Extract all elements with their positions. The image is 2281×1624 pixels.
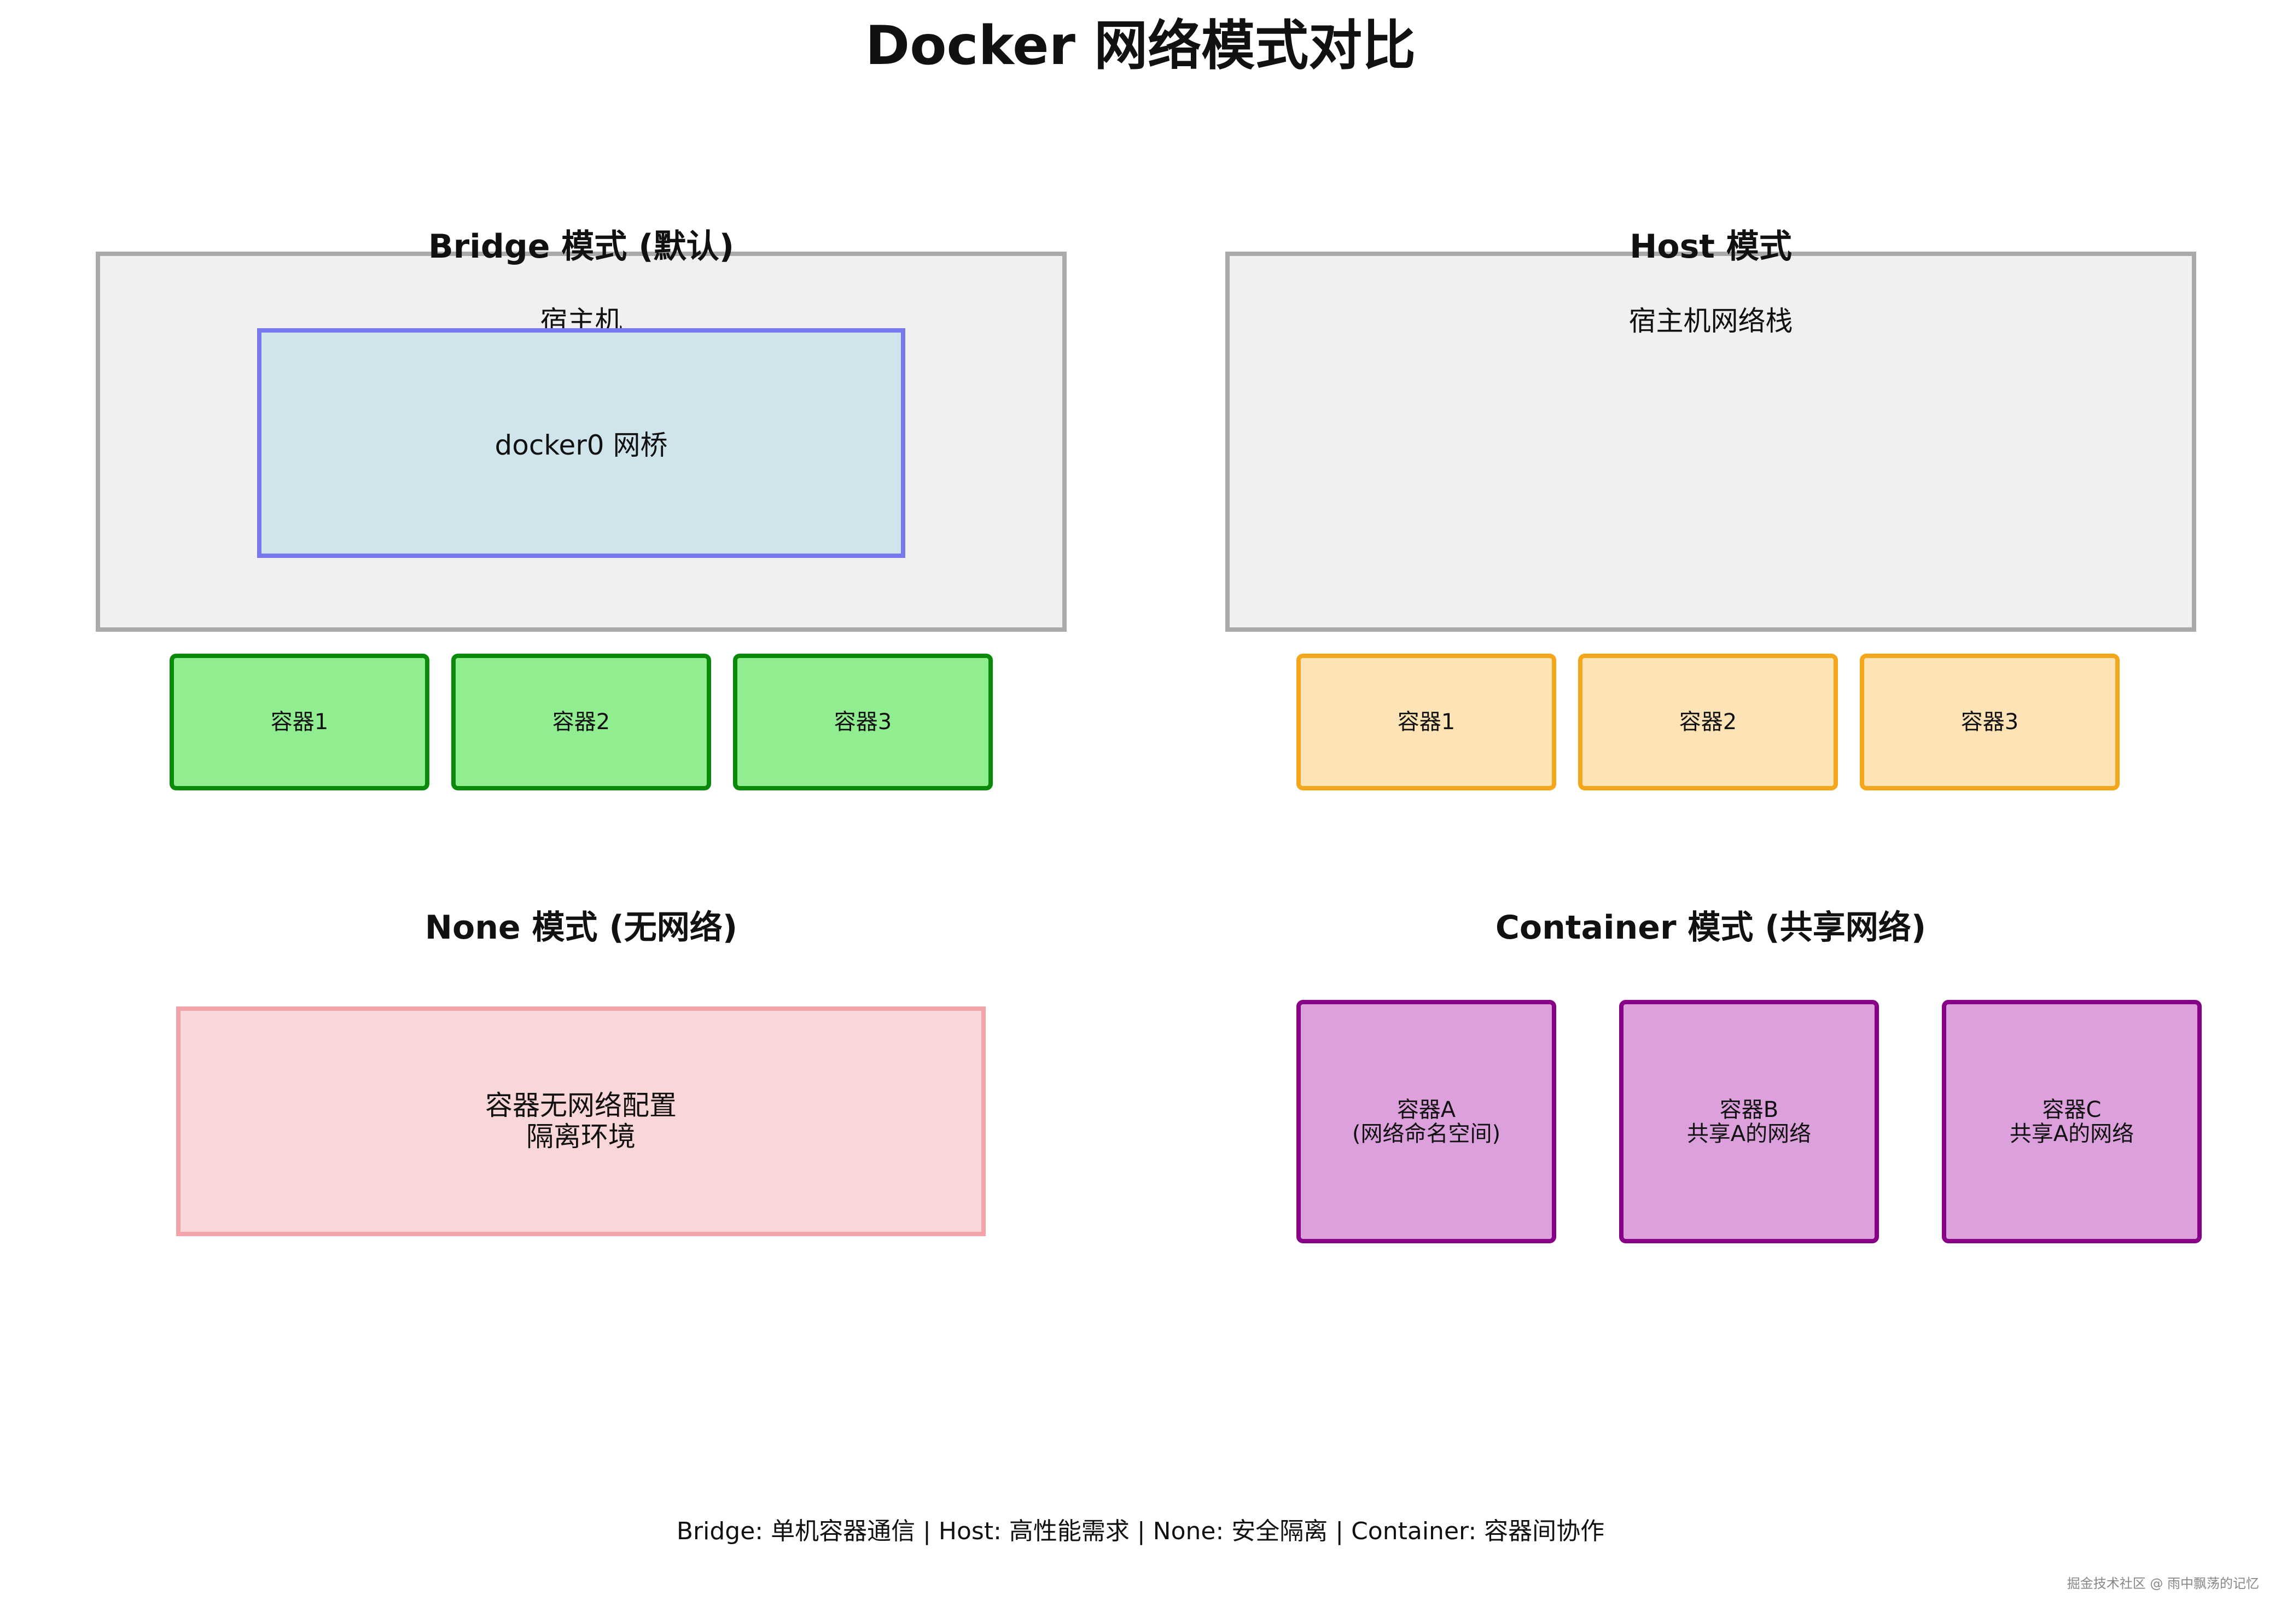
host-container-1: 容器1 (1296, 654, 1556, 790)
bridge-container-1: 容器1 (170, 654, 429, 790)
docker0-bridge-label: docker0 网桥 (494, 429, 668, 461)
host-network-stack-box (1225, 252, 2196, 632)
bridge-container-3: 容器3 (733, 654, 993, 790)
bridge-container-1-label: 容器1 (270, 709, 329, 735)
none-line-1: 容器无网络配置 (485, 1089, 677, 1121)
bridge-container-2-label: 容器2 (552, 709, 610, 735)
none-mode-title: None 模式 (无网络) (424, 908, 738, 947)
host-mode-title: Host 模式 (1630, 227, 1792, 266)
docker0-bridge: docker0 网桥 (257, 328, 905, 558)
bridge-container-2: 容器2 (451, 654, 711, 790)
bridge-container-3-label: 容器3 (834, 709, 892, 735)
container-c-name: 容器C (2042, 1097, 2102, 1122)
host-container-3: 容器3 (1860, 654, 2120, 790)
container-c-box: 容器C 共享A的网络 (1942, 1000, 2202, 1243)
container-a-desc: (网络命名空间) (1352, 1121, 1501, 1146)
host-container-1-label: 容器1 (1397, 709, 1456, 735)
host-container-2: 容器2 (1578, 654, 1838, 790)
page-title: Docker 网络模式对比 (865, 15, 1416, 77)
host-container-3-label: 容器3 (1960, 709, 2019, 735)
container-b-box: 容器B 共享A的网络 (1619, 1000, 1879, 1243)
container-b-desc: 共享A的网络 (1686, 1121, 1812, 1146)
container-a-box: 容器A (网络命名空间) (1296, 1000, 1556, 1243)
host-stack-label: 宿主机网络栈 (1628, 305, 1793, 337)
none-line-2: 隔离环境 (526, 1121, 636, 1152)
footer-summary: Bridge: 单机容器通信 | Host: 高性能需求 | None: 安全隔… (676, 1517, 1605, 1545)
bridge-mode-title: Bridge 模式 (默认) (428, 227, 735, 266)
host-container-2-label: 容器2 (1679, 709, 1737, 735)
none-isolated-box: 容器无网络配置 隔离环境 (176, 1006, 986, 1236)
container-b-name: 容器B (1719, 1097, 1779, 1122)
container-a-name: 容器A (1396, 1097, 1456, 1122)
container-mode-title: Container 模式 (共享网络) (1495, 908, 1927, 947)
watermark: 掘金技术社区 @ 雨中飘荡的记忆 (2067, 1576, 2259, 1591)
container-c-desc: 共享A的网络 (2009, 1121, 2134, 1146)
